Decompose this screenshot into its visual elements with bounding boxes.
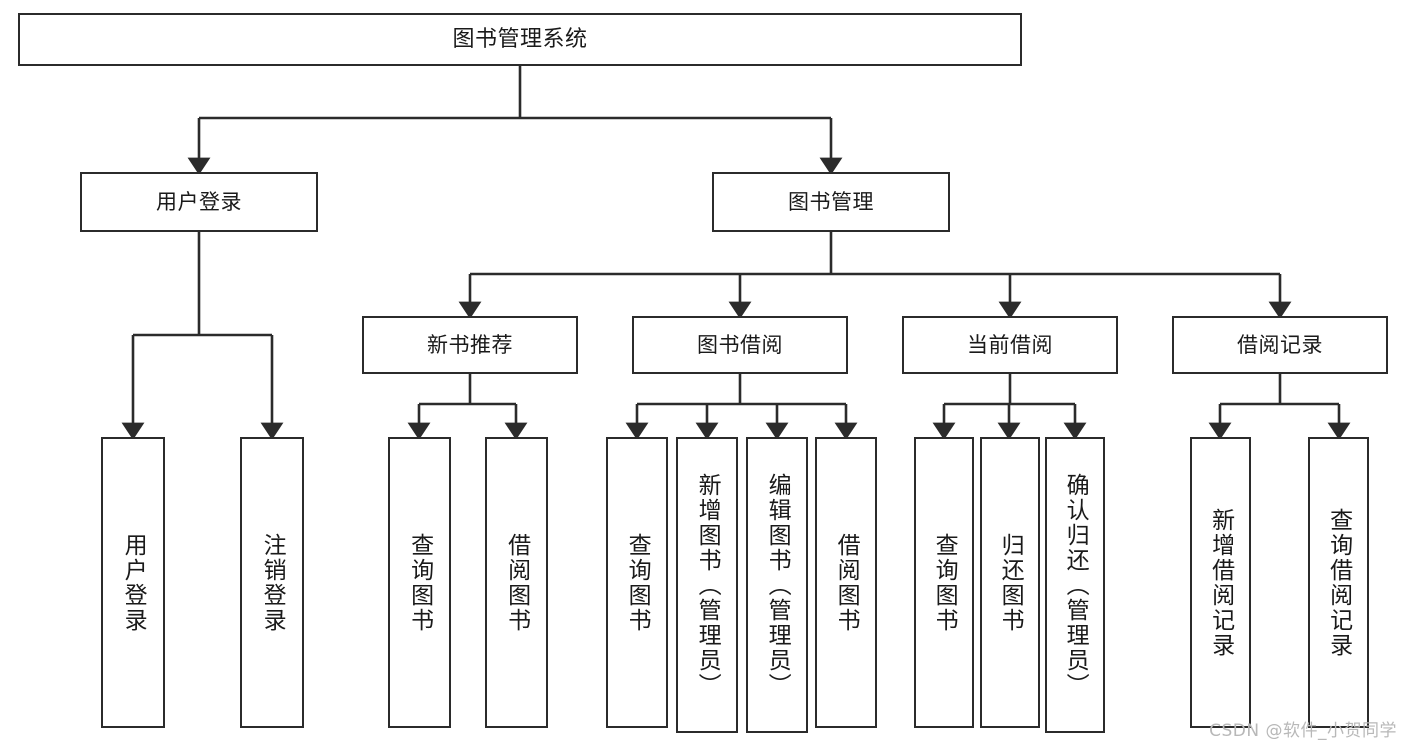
leaf-logout[interactable]: 注销登录 xyxy=(240,437,304,728)
node-label: 图书借阅 xyxy=(697,332,783,357)
node-label: 确认归还（管理员） xyxy=(1062,472,1089,698)
leaf-cb-return-books[interactable]: 归还图书 xyxy=(980,437,1040,728)
node-new-book-recommendation[interactable]: 新书推荐 xyxy=(362,316,578,374)
node-label: 查询借阅记录 xyxy=(1325,507,1352,658)
leaf-bb-edit-book-admin[interactable]: 编辑图书（管理员） xyxy=(746,437,808,733)
node-borrowing-record[interactable]: 借阅记录 xyxy=(1172,316,1388,374)
leaf-br-add-record[interactable]: 新增借阅记录 xyxy=(1190,437,1251,728)
node-label: 图书管理 xyxy=(788,189,874,214)
leaf-cb-confirm-return-admin[interactable]: 确认归还（管理员） xyxy=(1045,437,1105,733)
node-label: 借阅图书 xyxy=(503,532,530,633)
node-label: 新增借阅记录 xyxy=(1207,507,1234,658)
node-label: 查询图书 xyxy=(624,532,651,633)
node-label: 图书管理系统 xyxy=(452,26,588,52)
leaf-bb-query-books[interactable]: 查询图书 xyxy=(606,437,668,728)
node-label: 注销登录 xyxy=(259,532,286,633)
node-label: 查询图书 xyxy=(931,532,958,633)
node-current-borrowing[interactable]: 当前借阅 xyxy=(902,316,1118,374)
node-label: 用户登录 xyxy=(156,189,242,214)
node-label: 归还图书 xyxy=(997,532,1024,633)
node-label: 编辑图书（管理员） xyxy=(764,472,791,698)
node-label: 当前借阅 xyxy=(967,332,1053,357)
node-label: 新增图书（管理员） xyxy=(694,472,721,698)
node-label: 借阅记录 xyxy=(1237,332,1323,357)
leaf-nbr-borrow-books[interactable]: 借阅图书 xyxy=(485,437,548,728)
node-label: 新书推荐 xyxy=(427,332,513,357)
node-user-login[interactable]: 用户登录 xyxy=(80,172,318,232)
csdn-watermark: CSDN @软件_小贺同学 xyxy=(1209,721,1397,741)
node-label: 查询图书 xyxy=(406,532,433,633)
leaf-bb-add-book-admin[interactable]: 新增图书（管理员） xyxy=(676,437,738,733)
node-label: 借阅图书 xyxy=(833,532,860,633)
node-label: 用户登录 xyxy=(120,532,147,633)
node-book-borrowing[interactable]: 图书借阅 xyxy=(632,316,848,374)
leaf-cb-query-books[interactable]: 查询图书 xyxy=(914,437,974,728)
leaf-user-login[interactable]: 用户登录 xyxy=(101,437,165,728)
node-book-management-system[interactable]: 图书管理系统 xyxy=(18,13,1022,66)
node-book-management[interactable]: 图书管理 xyxy=(712,172,950,232)
leaf-bb-borrow-books[interactable]: 借阅图书 xyxy=(815,437,877,728)
leaf-nbr-query-books[interactable]: 查询图书 xyxy=(388,437,451,728)
leaf-br-query-record[interactable]: 查询借阅记录 xyxy=(1308,437,1369,728)
